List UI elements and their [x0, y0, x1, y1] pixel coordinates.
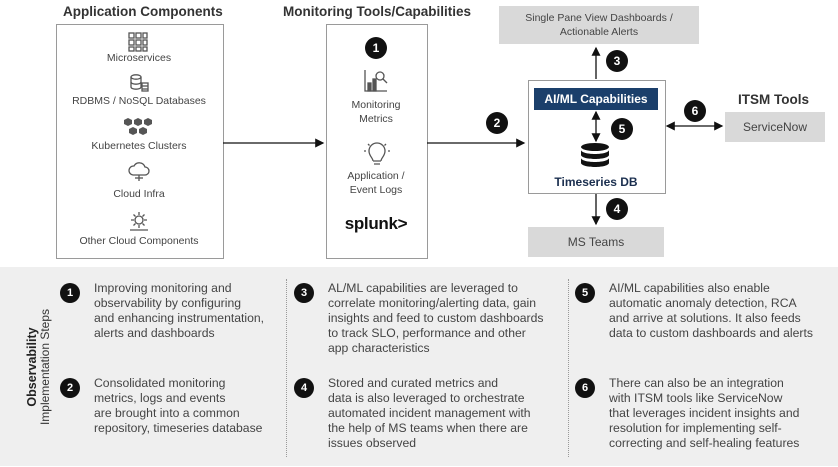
observability-side-label: Observability Implementation Steps: [25, 267, 54, 467]
step-1-text: Improving monitoring and observability b…: [94, 281, 284, 341]
lightbulb-icon: [364, 142, 390, 165]
step-badge-5: 5: [611, 118, 633, 140]
dashboards-box: Single Pane View Dashboards / Actionable…: [499, 6, 699, 44]
step-3-line: correlate monitoring/alerting data, gain: [328, 296, 536, 310]
step-3-line: to track SLO, performance and other: [328, 326, 526, 340]
step-2-line: Consolidated monitoring: [94, 376, 226, 390]
itsm-tools-header: ITSM Tools: [738, 92, 809, 107]
step-4-line: Stored and curated metrics and: [328, 376, 499, 390]
separator-2: [568, 279, 569, 457]
implementation-steps-panel: [0, 267, 838, 466]
step-6-line: correcting and self-healing features: [609, 436, 800, 450]
step-6-line: resolution for implementing self-: [609, 421, 782, 435]
step-badge-4: 4: [606, 198, 628, 220]
app-components-box: [56, 24, 224, 259]
step-4-line: data is also leveraged to orchestrate: [328, 391, 525, 405]
step-badge-1: 1: [365, 37, 387, 59]
cloud-icon: [128, 162, 150, 181]
app-components-header: Application Components: [63, 4, 223, 19]
monitoring-metrics-line1: Monitoring: [351, 99, 401, 111]
step-1-line: Improving monitoring and: [94, 281, 232, 295]
timeseries-db-icon: [581, 143, 609, 167]
monitoring-metrics-line2: Metrics: [359, 113, 393, 125]
event-logs-line1: Application /: [347, 170, 405, 182]
step-4-badge: 4: [294, 378, 314, 398]
cloud-infra-label: Cloud Infra: [113, 188, 165, 200]
step-5-line: and arrive at solutions. It also feeds: [609, 311, 801, 325]
step-6-badge: 6: [575, 378, 595, 398]
step-6-line: with ITSM tools like ServiceNow: [609, 391, 783, 405]
step-5-text: AI/ML capabilities also enable automatic…: [609, 281, 835, 341]
timeseries-db-label: Timeseries DB: [554, 175, 638, 189]
step-3-badge: 3: [294, 283, 314, 303]
side-label-normal: Implementation Steps: [38, 308, 52, 426]
step-3-line: insights and feed to custom dashboards: [328, 311, 544, 325]
monitoring-tools-box: [326, 24, 428, 259]
step-3-line: AL/ML capabilities are leveraged to: [328, 281, 518, 295]
microservices-label: Microservices: [106, 52, 172, 64]
monitoring-chart-icon: [364, 70, 388, 92]
step-1-line: observability by configuring: [94, 296, 242, 310]
microservices-icon: [128, 32, 148, 52]
monitoring-tools-header: Monitoring Tools/Capabilities: [283, 4, 471, 19]
ms-teams-box: MS Teams: [528, 227, 664, 257]
step-5-line: data to custom dashboards and alerts: [609, 326, 813, 340]
step-5-badge: 5: [575, 283, 595, 303]
step-4-text: Stored and curated metrics and data is a…: [328, 376, 566, 451]
step-5-line: AI/ML capabilities also enable: [609, 281, 770, 295]
step-1-line: alerts and dashboards: [94, 326, 215, 340]
separator-1: [286, 279, 287, 457]
step-3-text: AL/ML capabilities are leveraged to corr…: [328, 281, 566, 356]
step-2-line: metrics, logs and events: [94, 391, 226, 405]
step-3-line: app characteristics: [328, 341, 430, 355]
step-1-badge: 1: [60, 283, 80, 303]
dashboards-line1: Single Pane View Dashboards /: [525, 12, 673, 24]
dashboards-line2: Actionable Alerts: [559, 26, 639, 38]
event-logs-line2: Event Logs: [349, 184, 403, 196]
step-4-line: issues observed: [328, 436, 417, 450]
step-badge-6: 6: [684, 100, 706, 122]
step-badge-2: 2: [486, 112, 508, 134]
database-icon: [130, 74, 149, 92]
step-2-text: Consolidated monitoring metrics, logs an…: [94, 376, 284, 436]
servicenow-box: ServiceNow: [725, 112, 825, 142]
step-4-line: the help of MS teams when there are: [328, 421, 528, 435]
step-6-text: There can also be an integration with IT…: [609, 376, 835, 451]
step-2-line: repository, timeseries database: [94, 421, 263, 435]
kubernetes-label: Kubernetes Clusters: [91, 140, 187, 152]
step-5-line: automatic anomaly detection, RCA: [609, 296, 797, 310]
other-cloud-label: Other Cloud Components: [79, 235, 199, 247]
step-6-line: There can also be an integration: [609, 376, 784, 390]
step-6-line: that leverages incident insights and: [609, 406, 800, 420]
databases-label: RDBMS / NoSQL Databases: [72, 95, 206, 107]
step-1-line: and enhancing instrumentation,: [94, 311, 265, 325]
step-4-line: automated incident management with: [328, 406, 531, 420]
aiml-capabilities-box: AI/ML Capabilities: [534, 88, 658, 110]
cloud-gear-icon: [130, 212, 148, 231]
kubernetes-icon: [124, 118, 152, 135]
step-2-line: are brought into a common: [94, 406, 240, 420]
connector-arrows: [223, 46, 724, 226]
splunk-logo: splunk>: [344, 214, 408, 233]
step-2-badge: 2: [60, 378, 80, 398]
step-badge-3: 3: [606, 50, 628, 72]
